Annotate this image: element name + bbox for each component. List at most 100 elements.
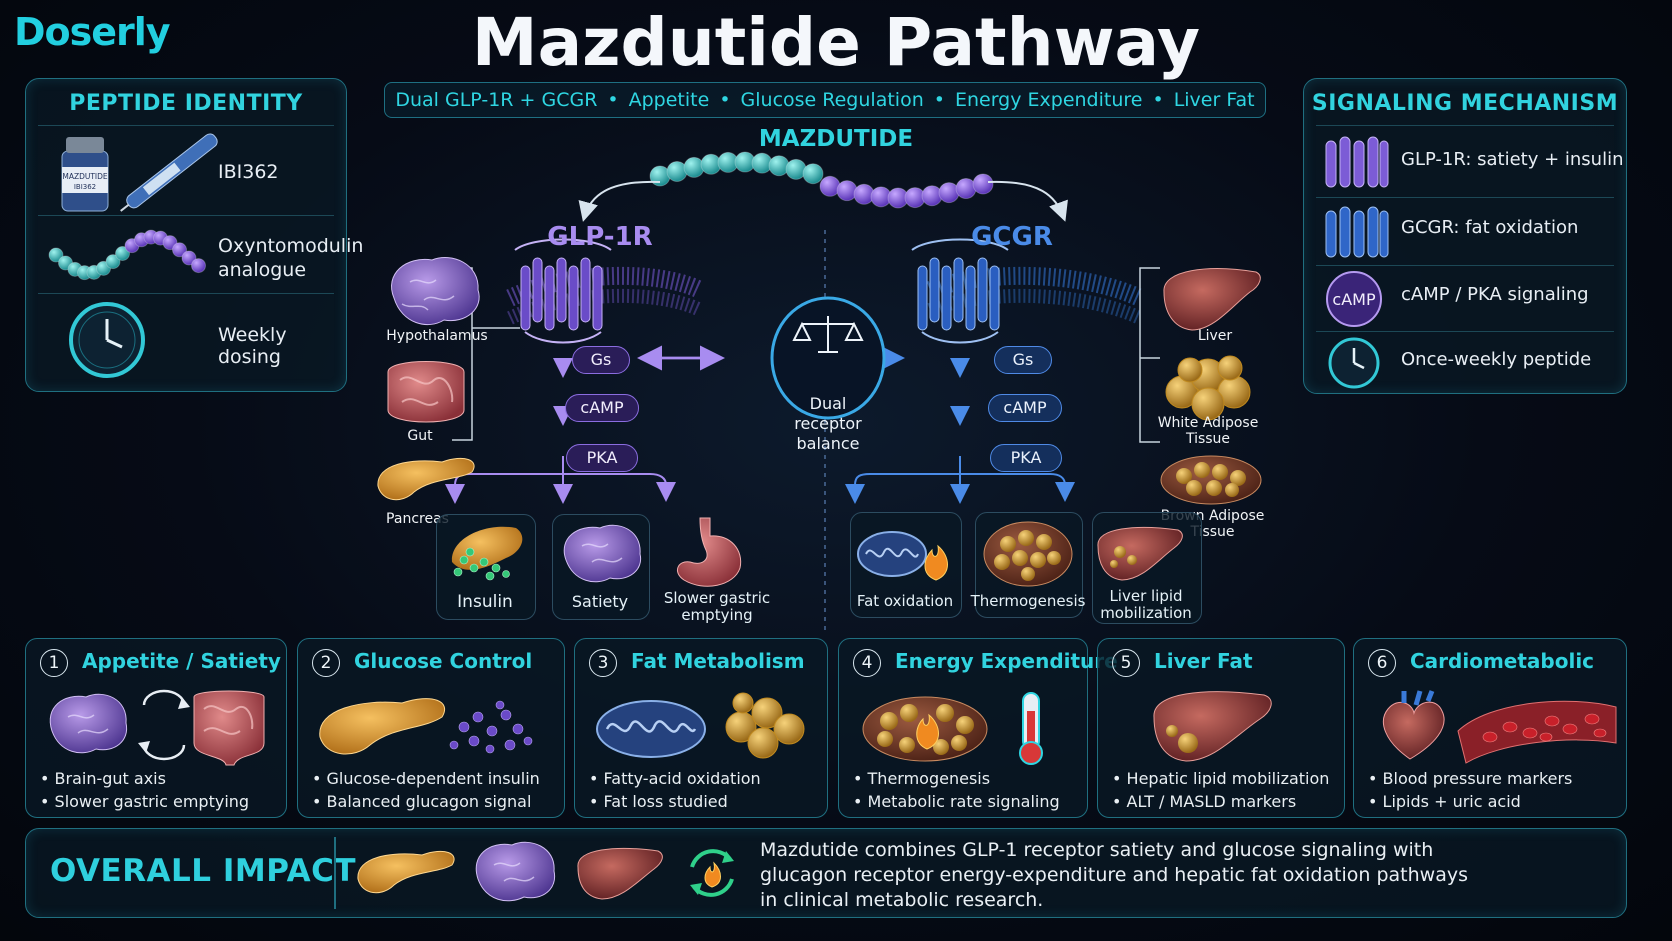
effect-bullet: • Glucose-dependent insulin: [312, 769, 540, 788]
brain-gut-icon: [42, 687, 272, 771]
thermogenesis-icon: [855, 687, 1085, 771]
heart-vessel-icon: [1370, 687, 1620, 771]
effect-bullet-text: Glucose-dependent insulin: [326, 769, 540, 788]
effect-number: 6: [1368, 649, 1396, 677]
balance-text: Dual receptor balance: [778, 394, 878, 454]
gs-node: Gs: [572, 346, 630, 374]
page-title: Mazdutide Pathway: [471, 4, 1201, 81]
peptide-identity-panel: PEPTIDE IDENTITY MAZDUTIDE IBI362 IBI362…: [25, 78, 364, 392]
effect-bullet-text: Balanced glucagon signal: [326, 792, 532, 811]
vial-pen-icon: MAZDUTIDE IBI362: [61, 133, 218, 212]
effect-card: 1 Appetite / Satiety • Brain-gut axis • Slo…: [25, 638, 287, 818]
brain-icon: [391, 257, 480, 326]
effect-bullet: • Fat loss studied: [589, 792, 728, 811]
output-label: Thermogenesis: [970, 592, 1086, 610]
identity-class: Oxyntomodulin analogue: [218, 235, 364, 281]
overall-impact-line: in clinical metabolic research.: [760, 889, 1044, 911]
brown-adipose-icon: [1160, 455, 1262, 505]
effect-bullet-text: Metabolic rate signaling: [867, 792, 1060, 811]
brain-icon: [475, 841, 556, 902]
panel-heading: PEPTIDE IDENTITY: [69, 91, 303, 116]
tagline-item: Glucose Regulation: [740, 89, 924, 111]
gs-node: Gs: [994, 346, 1052, 374]
cycle-flame-icon: [690, 849, 734, 897]
mechanism-item: Once-weekly peptide: [1401, 349, 1592, 370]
panel-heading: SIGNALING MECHANISM: [1311, 91, 1619, 116]
organ-label: Liver: [1197, 328, 1233, 344]
mitochondria-flame-icon: [857, 531, 948, 581]
overall-impact-heading: OVERALL IMPACT: [50, 853, 356, 889]
effect-bullets: • Hepatic lipid mobilization • ALT / MASL…: [1112, 767, 1329, 813]
effect-card-header: 3 Fat Metabolism: [589, 649, 805, 677]
liver-icon: [1097, 526, 1183, 581]
liver-icon: [1163, 268, 1261, 331]
balance-text-line: balance: [796, 434, 860, 453]
mazdutide-molecule-icon: [649, 151, 994, 209]
tagline-bar: Dual GLP-1R + GCGR• Appetite• Glucose Re…: [384, 82, 1266, 118]
effect-card-header: 1 Appetite / Satiety: [40, 649, 281, 677]
effect-number: 3: [589, 649, 617, 677]
liver-fat-icon: [1114, 687, 1344, 771]
output-label: Insulin: [457, 592, 513, 612]
effect-bullets: • Fatty-acid oxidation• Fat loss studied: [589, 767, 761, 813]
effect-bullet-text: Slower gastric emptying: [54, 792, 250, 811]
right-organ-bracket: [1139, 267, 1160, 443]
effect-bullet: • Slower gastric emptying: [40, 792, 250, 811]
clock-icon: [69, 302, 145, 378]
brand-logo: Doserly: [14, 10, 171, 54]
effect-bullet-text: Fat loss studied: [603, 792, 728, 811]
pancreas-glucose-icon: [314, 687, 544, 771]
effect-number: 4: [853, 649, 881, 677]
camp-node: cAMP: [565, 394, 639, 422]
overall-impact-line: glucagon receptor energy-expenditure and…: [760, 864, 1468, 886]
effect-bullet: • Brain-gut axis: [40, 769, 166, 788]
pka-node: PKA: [990, 444, 1062, 472]
output-label: Liver lipid mobilization: [1100, 587, 1192, 622]
clock-icon: [1328, 337, 1380, 389]
tagline-item: Liver Fat: [1173, 89, 1255, 111]
liver-icon: [577, 847, 663, 900]
effect-title: Liver Fat: [1154, 649, 1253, 673]
effect-bullet-text: Blood pressure markers: [1382, 769, 1573, 788]
gcgr-receptor-icon: [911, 238, 1009, 344]
tagline-item: Energy Expenditure: [954, 89, 1143, 111]
glp1r-membrane: [506, 266, 705, 325]
mechanism-item: GCGR: fat oxidation: [1401, 217, 1579, 238]
effect-bullet-text: Lipids + uric acid: [1382, 792, 1521, 811]
effect-bullet: • ALT / MASLD markers: [1112, 792, 1297, 811]
gcgr-receptor-icon: [1325, 206, 1389, 258]
effect-bullets: • Glucose-dependent insulin• Balanced gl…: [312, 767, 540, 813]
effect-bullet-text: ALT / MASLD markers: [1126, 792, 1297, 811]
effect-number: 2: [312, 649, 340, 677]
scale-icon: [792, 316, 864, 353]
effect-title: Appetite / Satiety: [82, 649, 281, 673]
organ-label: Hypothalamus: [386, 328, 488, 344]
tagline-item: Appetite: [628, 89, 710, 111]
effect-bullet-text: Fatty-acid oxidation: [603, 769, 761, 788]
identity-dosing: Weekly dosing: [218, 324, 287, 368]
effect-bullet: • Hepatic lipid mobilization: [1112, 769, 1330, 788]
effect-bullet: • Lipids + uric acid: [1368, 792, 1521, 811]
overall-impact-text: Mazdutide combines GLP-1 receptor satiet…: [760, 838, 1610, 913]
brain-icon: [563, 524, 642, 583]
effect-title: Energy Expenditure: [895, 649, 1118, 673]
effect-bullet: • Metabolic rate signaling: [853, 792, 1060, 811]
effect-bullets: • Brain-gut axis • Slower gastric emptyin…: [40, 767, 249, 813]
effect-title: Fat Metabolism: [631, 649, 805, 673]
overall-impact-panel: OVERALL IMPACT Mazdutide combines GLP-1 …: [25, 828, 1627, 918]
effect-bullet: • Blood pressure markers: [1368, 769, 1573, 788]
signaling-mechanism-panel: SIGNALING MECHANISM GLP-1R: satiety + in…: [1303, 78, 1627, 394]
stomach-icon: [676, 517, 742, 587]
effect-number: 1: [40, 649, 68, 677]
gut-icon: [387, 361, 465, 423]
arrow-to-gcgr: [987, 180, 1068, 222]
output-label: Fat oxidation: [856, 592, 954, 610]
arrow-to-glp1r: [578, 180, 661, 222]
